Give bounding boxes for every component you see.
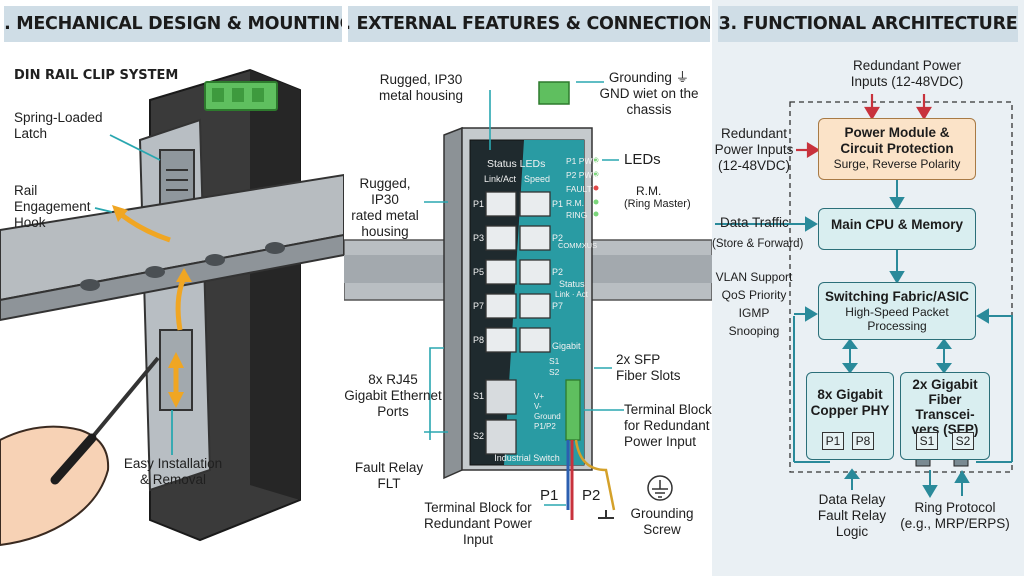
device-p1pwr: P1 PWR (566, 156, 599, 166)
panel3-banner: 3. FUNCTIONAL ARCHITECTURE (718, 6, 1018, 42)
panel-functional-architecture: 3. FUNCTIONAL ARCHITECTURE (712, 0, 1024, 576)
screwdriver-shaft (88, 356, 160, 442)
din-rail-illustration (0, 68, 344, 547)
label-leds: LEDs (624, 151, 661, 168)
port-fiber-s1: S1 (916, 432, 938, 450)
label-features: VLAN Support QoS Priority IGMP Snooping (715, 270, 793, 338)
din-rail (0, 173, 344, 302)
label-power-top: Redundant Power Inputs (12-48VDC) (850, 58, 964, 89)
device-brand: COMMXUS (558, 241, 598, 250)
label-sfp: 2x SFP Fiber Slots (616, 352, 681, 383)
device-gigabit: Gigabit (552, 341, 581, 351)
device-rm: R.M. (566, 198, 584, 208)
port-left-3: P3 (473, 233, 485, 243)
port-left-1: P1 (473, 199, 485, 209)
device-ring: RING (566, 210, 588, 220)
port-left-7: P7 (473, 301, 485, 311)
wire-yellow (574, 439, 616, 511)
architecture-connectors (715, 94, 1013, 498)
power-module-title: Power Module & Circuit Protection (840, 125, 954, 156)
device-speed: Speed (524, 174, 551, 184)
fiber-title: 2x Gigabit Fiber Transcei- vers (SFP) (911, 377, 979, 437)
port-right-2: P2 (552, 233, 564, 243)
switching-fabric-box: Switching Fabric/ASIC High-Speed Packet … (818, 282, 976, 340)
device-link-act2: Link · Act (555, 290, 588, 299)
sfp-label-1: S1 (473, 391, 485, 401)
sfp-led-label-2: S2 (549, 367, 560, 377)
label-spring-latch: Spring-Loaded Latch (14, 110, 103, 141)
switch-title: Switching Fabric/ASIC (824, 289, 970, 304)
copper-title: 8x Gigabit Copper PHY (810, 387, 890, 418)
port-right-1: P1 (552, 199, 564, 209)
port-left-8: P8 (473, 335, 485, 345)
power-module-box: Power Module & Circuit Protection Surge,… (818, 118, 976, 180)
terminal-block (565, 379, 581, 441)
screwdriver-handle (50, 433, 97, 485)
panel1-banner: 1. MECHANICAL DESIGN & MOUNTING (4, 6, 342, 42)
din-rail-subtitle: DIN RAIL CLIP SYSTEM (14, 68, 179, 83)
panel2-banner: 2. EXTERNAL FEATURES & CONNECTIONS (348, 6, 710, 42)
panel-mechanical-design: 1. MECHANICAL DESIGN & MOUNTING (0, 0, 344, 576)
switch-front-illustration (344, 81, 712, 520)
sfp-led-label-1: S1 (549, 356, 560, 366)
label-relay: Data Relay Fault Relay Logic (817, 492, 887, 539)
ground-symbol (647, 475, 673, 501)
label-ring: Ring Protocol (e.g., MRP/ERPS) (900, 500, 1010, 531)
port-fiber-s2: S2 (952, 432, 974, 450)
sfp-label-2: S2 (473, 431, 485, 441)
label-rail-hook: Rail Engagement Hook (14, 183, 91, 230)
label-ring-master: (Ring Master) (624, 198, 691, 210)
device-footer: Industrial Switch (494, 453, 560, 463)
port-right-4: P7 (552, 301, 564, 311)
device-link-act: Link/Act (484, 174, 517, 184)
label-fault-relay: Fault Relay FLT (354, 460, 424, 491)
device-status-leds: Status LEDs (487, 158, 546, 170)
port-right-3: P2 (552, 267, 564, 277)
label-housing-side: Rugged, IP30 rated metal housing (351, 176, 419, 239)
label-store-forward: (Store & Forward) (712, 238, 804, 250)
switch-sub: High-Speed Packet Processing (845, 305, 949, 333)
top-green-connector (538, 81, 570, 105)
label-grounding-screw: Grounding Screw (630, 506, 694, 537)
label-terminal-bottom: Terminal Block for Redundant Power Input (423, 500, 533, 547)
port-copper-p8: P8 (852, 432, 874, 450)
device-p2pwr: P2 PWR (566, 170, 599, 180)
label-terminal-right: Terminal Block for Redundant Power Input (624, 402, 712, 449)
fiber-sfp-box: 2x Gigabit Fiber Transcei- vers (SFP) (900, 372, 990, 460)
rj45-ports (485, 191, 551, 353)
label-easy-install: Easy Installation & Removal (123, 456, 223, 487)
label-grounding-top: Grounding ⏚ GND wiet on the chassis (599, 70, 699, 117)
panel-external-features: 2. EXTERNAL FEATURES & CONNECTIONS (344, 0, 712, 576)
status-led-dots (593, 157, 599, 217)
terminal-labels: V+ V- Ground P1/P2 (534, 392, 561, 431)
device-fault: FAULT (566, 184, 592, 194)
sfp-slots (485, 379, 517, 455)
label-housing-top: Rugged, IP30 metal housing (378, 72, 464, 103)
label-p1: P1 (540, 487, 559, 504)
label-rm: R.M. (636, 184, 662, 198)
label-data-traffic: Data Traffic (720, 215, 789, 230)
dashed-enclosure (789, 101, 1013, 473)
label-power-left: Redundant Power Inputs (12-48VDC) (714, 126, 794, 173)
device-status: Status (559, 279, 585, 289)
housing-side (443, 126, 463, 480)
label-p2: P2 (582, 487, 601, 504)
up-arrow (175, 279, 186, 331)
port-left-5: P5 (473, 267, 485, 277)
label-rj45: 8x RJ45 Gigabit Ethernet Ports (344, 372, 442, 419)
cpu-title: Main CPU & Memory (830, 217, 964, 232)
power-module-sub: Surge, Reverse Polarity (833, 157, 961, 171)
copper-phy-box: 8x Gigabit Copper PHY (806, 372, 894, 460)
port-copper-p1: P1 (822, 432, 844, 450)
cpu-box: Main CPU & Memory (818, 208, 976, 250)
switch-housing-side (250, 70, 300, 500)
